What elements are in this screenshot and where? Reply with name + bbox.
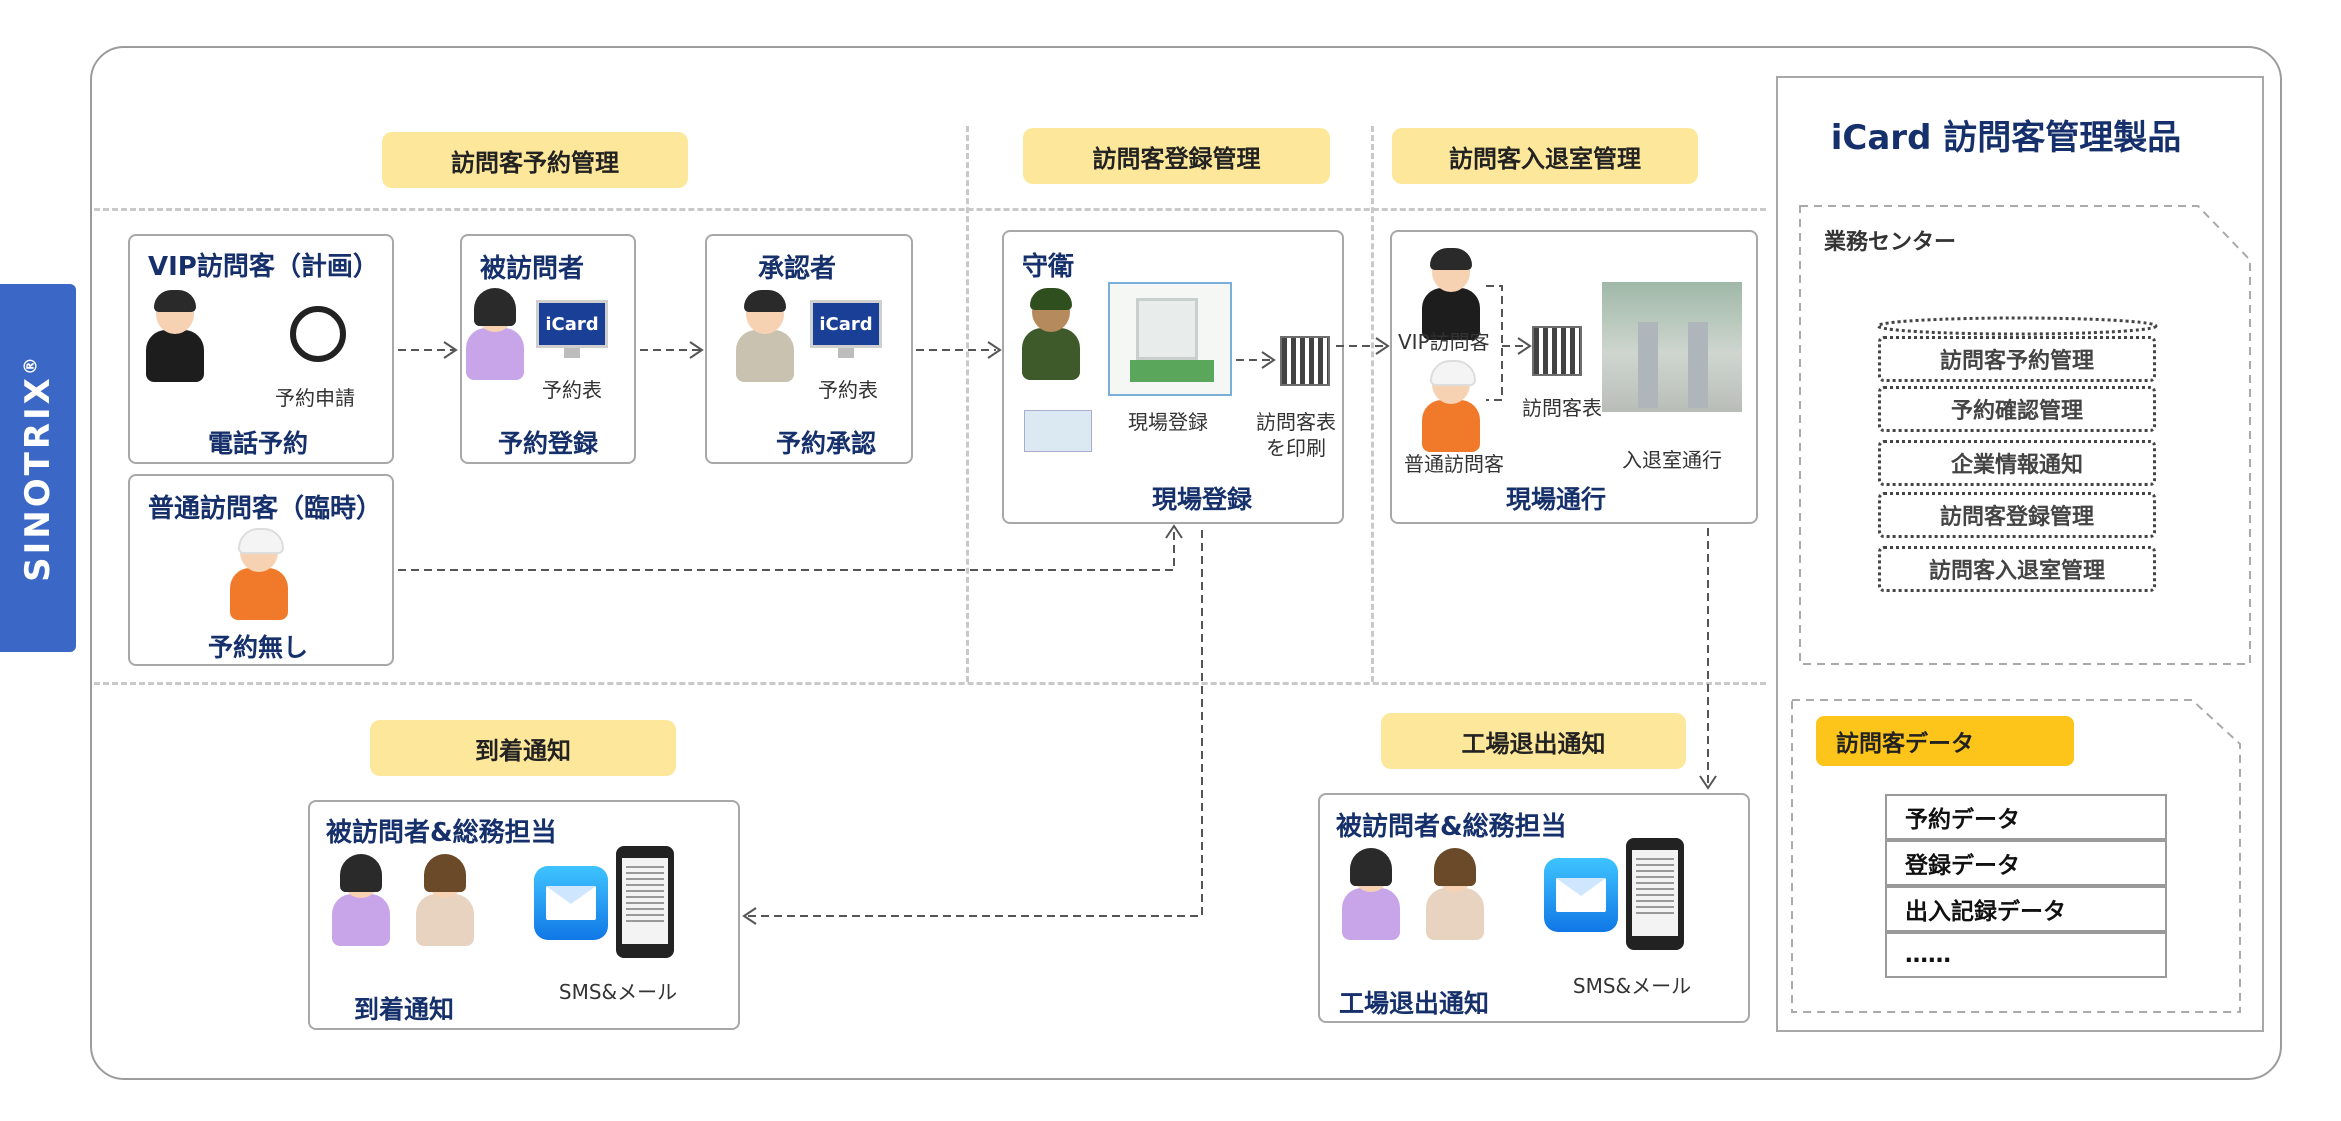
guard-title: 守衛 xyxy=(1022,252,1075,282)
qr-code-icon xyxy=(1532,326,1582,376)
divider-top xyxy=(94,208,1766,211)
turnstile-gate-icon xyxy=(1602,282,1742,412)
exit-caption: 工場退出通知 xyxy=(1338,989,1490,1018)
print-label-2: を印刷 xyxy=(1266,436,1326,460)
vip-visitor-icon xyxy=(1416,248,1486,340)
data-row: …… xyxy=(1885,932,2167,978)
worker-visitor-icon xyxy=(1416,360,1486,452)
pass-vip-label: VIP訪問客 xyxy=(1398,330,1490,354)
mobile-phone-icon xyxy=(616,846,674,958)
staff-person-icon xyxy=(1420,848,1490,944)
host-person-icon xyxy=(460,288,530,384)
data-row: 出入記録データ xyxy=(1885,886,2167,932)
id-card-icon xyxy=(1024,410,1092,452)
phone-label: 予約申請 xyxy=(275,386,355,410)
monitor-icon: iCard xyxy=(810,300,882,358)
phone-icon xyxy=(290,306,346,362)
host-title: 被訪問者 xyxy=(480,254,585,284)
mobile-phone-icon xyxy=(1626,838,1684,950)
tag-exit-notice: 工場退出通知 xyxy=(1381,713,1686,769)
pass-normal-label: 普通訪問客 xyxy=(1404,452,1504,476)
arrival-title: 被訪問者&総務担当 xyxy=(326,818,557,848)
host-person-icon xyxy=(326,854,396,950)
mail-icon xyxy=(1544,858,1618,932)
brand-tab xyxy=(0,284,76,652)
guard-caption: 現場登録 xyxy=(1151,485,1253,514)
host-person-icon xyxy=(1336,848,1406,944)
divider-bottom xyxy=(94,682,1766,685)
kiosk-label: 現場登録 xyxy=(1128,410,1208,434)
approver-title: 承認者 xyxy=(758,254,837,284)
data-row: 予約データ xyxy=(1885,794,2167,840)
print-label-1: 訪問客表 xyxy=(1256,410,1336,434)
center-module: 予約確認管理 xyxy=(1878,386,2156,432)
center-module: 訪問客予約管理 xyxy=(1878,336,2156,382)
approver-person-icon xyxy=(730,290,800,386)
data-section-title: 訪問客データ xyxy=(1816,716,2074,766)
product-title: iCard 訪問客管理製品 xyxy=(1830,118,2182,158)
approver-caption: 予約承認 xyxy=(775,429,877,458)
center-title: 業務センター xyxy=(1824,230,1957,255)
kiosk-icon xyxy=(1108,282,1232,396)
approver-label: 予約表 xyxy=(818,378,878,402)
vip-plan-title: VIP訪問客（計画） xyxy=(148,252,379,282)
walkin-title: 普通訪問客（臨時） xyxy=(148,494,383,524)
tag-reservation: 訪問客予約管理 xyxy=(382,132,688,188)
center-module: 訪問客登録管理 xyxy=(1878,492,2156,538)
pass-label: 訪問客表 xyxy=(1522,396,1602,420)
gate-label: 入退室通行 xyxy=(1622,448,1722,472)
staff-person-icon xyxy=(410,854,480,950)
divider-col-2 xyxy=(1371,126,1374,682)
qr-code-icon xyxy=(1280,336,1330,386)
walkin-caption: 予約無し xyxy=(207,633,309,662)
diagram-frame xyxy=(90,46,2282,1080)
exit-title: 被訪問者&総務担当 xyxy=(1336,812,1567,842)
pass-caption: 現場通行 xyxy=(1505,485,1607,514)
worker-visitor-icon xyxy=(224,528,294,624)
data-row: 登録データ xyxy=(1885,840,2167,886)
product-panel xyxy=(1776,76,2264,1032)
host-label: 予約表 xyxy=(542,378,602,402)
arrival-caption: 到着通知 xyxy=(353,995,455,1024)
tag-registration: 訪問客登録管理 xyxy=(1023,128,1330,184)
tag-arrival-notice: 到着通知 xyxy=(370,720,676,776)
tag-entry-exit: 訪問客入退室管理 xyxy=(1392,128,1698,184)
host-caption: 予約登録 xyxy=(497,429,599,458)
vip-visitor-icon xyxy=(140,290,210,386)
divider-col-1 xyxy=(966,126,969,682)
monitor-icon: iCard xyxy=(536,300,608,358)
vip-plan-caption: 電話予約 xyxy=(207,429,309,458)
mail-icon xyxy=(534,866,608,940)
center-module: 企業情報通知 xyxy=(1878,440,2156,486)
center-module: 訪問客入退室管理 xyxy=(1878,546,2156,592)
guard-person-icon xyxy=(1016,288,1086,384)
exit-sms-label: SMS&メール xyxy=(1572,974,1692,998)
arrival-sms-label: SMS&メール xyxy=(558,980,678,1004)
